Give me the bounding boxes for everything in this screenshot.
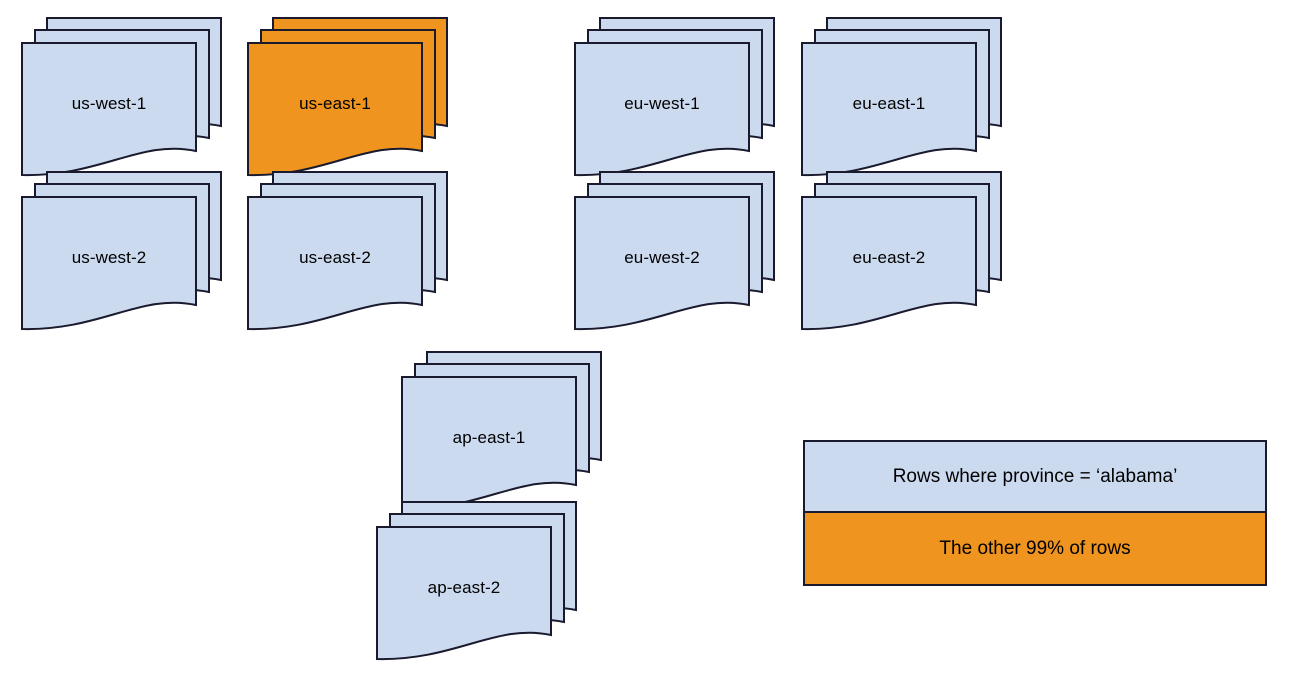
document-stack-shape [574,171,775,331]
legend-row-other-rows: The other 99% of rows [805,513,1265,584]
legend-row-label: Rows where province = ‘alabama’ [892,465,1178,487]
document-stack-shape [247,17,448,177]
document-stack-eu-east-2[interactable]: eu-east-2 [801,171,1006,331]
document-stack-shape [21,171,222,331]
document-stack-eu-east-1[interactable]: eu-east-1 [801,17,1006,177]
document-stack-eu-west-1[interactable]: eu-west-1 [574,17,779,177]
document-stack-shape [401,351,602,511]
document-sheet-3 [376,526,552,661]
document-stack-us-west-2[interactable]: us-west-2 [21,171,226,331]
document-stack-us-east-2[interactable]: us-east-2 [247,171,452,331]
document-sheet-3 [801,196,977,331]
document-sheet-3 [247,42,423,177]
document-stack-us-east-1[interactable]: us-east-1 [247,17,452,177]
legend-row-label: The other 99% of rows [939,537,1131,559]
document-stack-eu-west-2[interactable]: eu-west-2 [574,171,779,331]
document-stack-ap-east-2[interactable]: ap-east-2 [376,501,581,661]
document-sheet-3 [21,196,197,331]
document-stack-shape [376,501,577,661]
document-sheet-3 [574,196,750,331]
document-stack-us-west-1[interactable]: us-west-1 [21,17,226,177]
document-sheet-3 [801,42,977,177]
document-stack-ap-east-1[interactable]: ap-east-1 [401,351,606,511]
document-sheet-3 [21,42,197,177]
document-sheet-3 [574,42,750,177]
document-stack-shape [801,171,1002,331]
document-stack-shape [574,17,775,177]
document-sheet-3 [401,376,577,511]
document-sheet-3 [247,196,423,331]
legend-box: Rows where province = ‘alabama’ The other… [803,440,1267,586]
document-stack-shape [801,17,1002,177]
document-stack-shape [247,171,448,331]
legend-row-alabama-rows: Rows where province = ‘alabama’ [805,442,1265,513]
document-stack-shape [21,17,222,177]
